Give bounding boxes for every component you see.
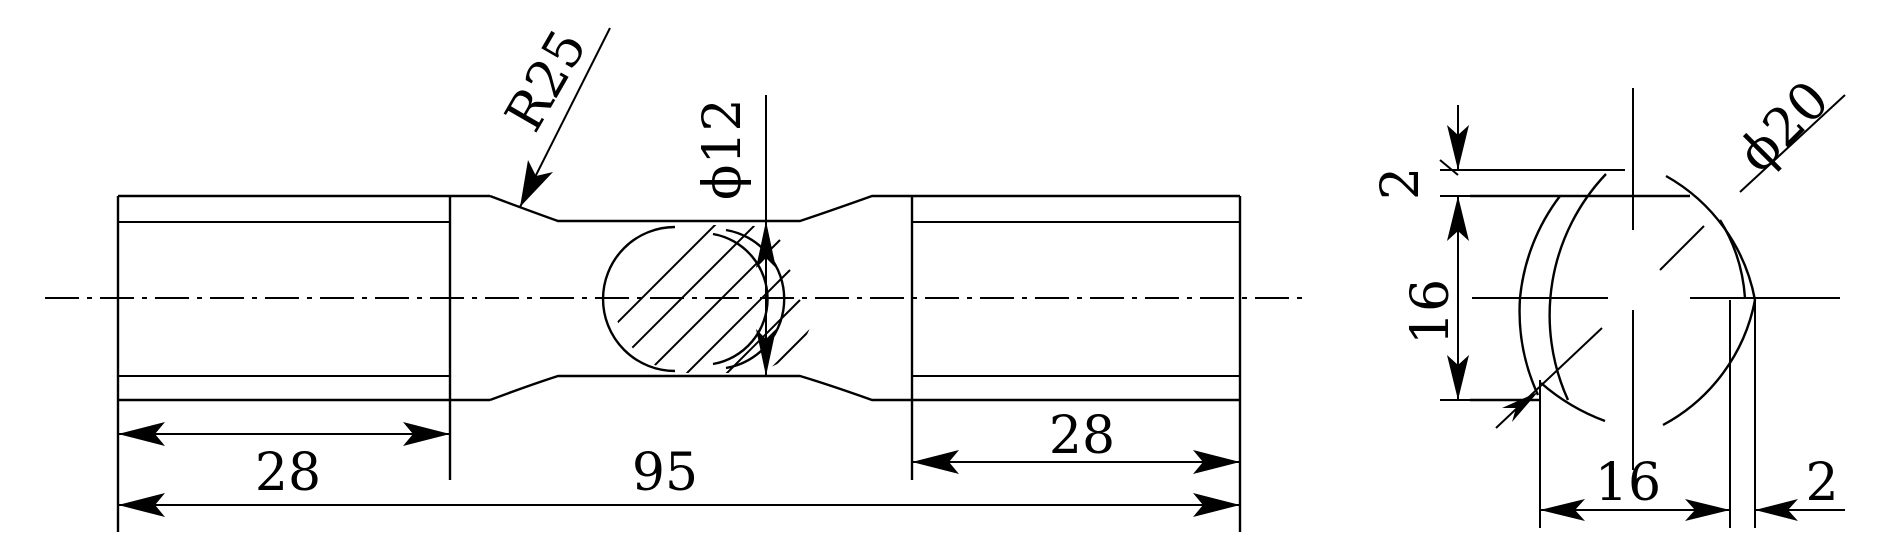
right-inner-arc xyxy=(1718,219,1747,299)
left-thread-length-label: 28 xyxy=(255,443,321,503)
right-threaded-end xyxy=(910,194,1242,532)
side-top-offset-dimension: 2 xyxy=(1371,105,1469,200)
left-threaded-end xyxy=(116,194,452,532)
outer-arc-bottomleft xyxy=(1540,382,1606,423)
side-flat-width-label: 16 xyxy=(1595,453,1661,513)
neck-diameter-label: ϕ12 xyxy=(693,98,753,200)
side-view: ϕ20 2 16 16 2 xyxy=(1371,70,1846,528)
revolved-section xyxy=(601,225,811,373)
outer-arc-topright xyxy=(1665,174,1757,301)
right-thread-length-dimension: 28 xyxy=(912,406,1240,474)
outer-arc-left xyxy=(1548,173,1607,401)
outer-diameter-label: ϕ20 xyxy=(1727,70,1841,184)
side-right-offset-label: 2 xyxy=(1805,453,1838,513)
right-thread-length-label: 28 xyxy=(1049,406,1115,466)
side-flat-width-dimension: 16 xyxy=(1540,453,1730,521)
side-right-offset-dimension: 2 xyxy=(1755,453,1845,521)
outer-arc-bottomright xyxy=(1662,299,1757,427)
left-flat-arc xyxy=(1518,195,1561,396)
side-flat-height-label: 16 xyxy=(1401,279,1461,345)
overall-length-label: 95 xyxy=(632,443,698,503)
overall-length-dimension: 95 xyxy=(118,443,1240,517)
left-thread-length-dimension: 28 xyxy=(118,422,450,503)
neck-diameter-dimension: ϕ12 xyxy=(693,95,776,376)
side-flat-height-dimension: 16 xyxy=(1401,196,1469,400)
outer-diameter-dimension: ϕ20 xyxy=(1495,70,1846,429)
neck-profile xyxy=(450,194,912,402)
section-hatching xyxy=(614,225,811,373)
fillet-radius-dimension: R25 xyxy=(494,20,611,208)
front-view: ϕ12 R25 28 95 28 xyxy=(45,20,1310,532)
side-top-offset-label: 2 xyxy=(1371,167,1431,200)
